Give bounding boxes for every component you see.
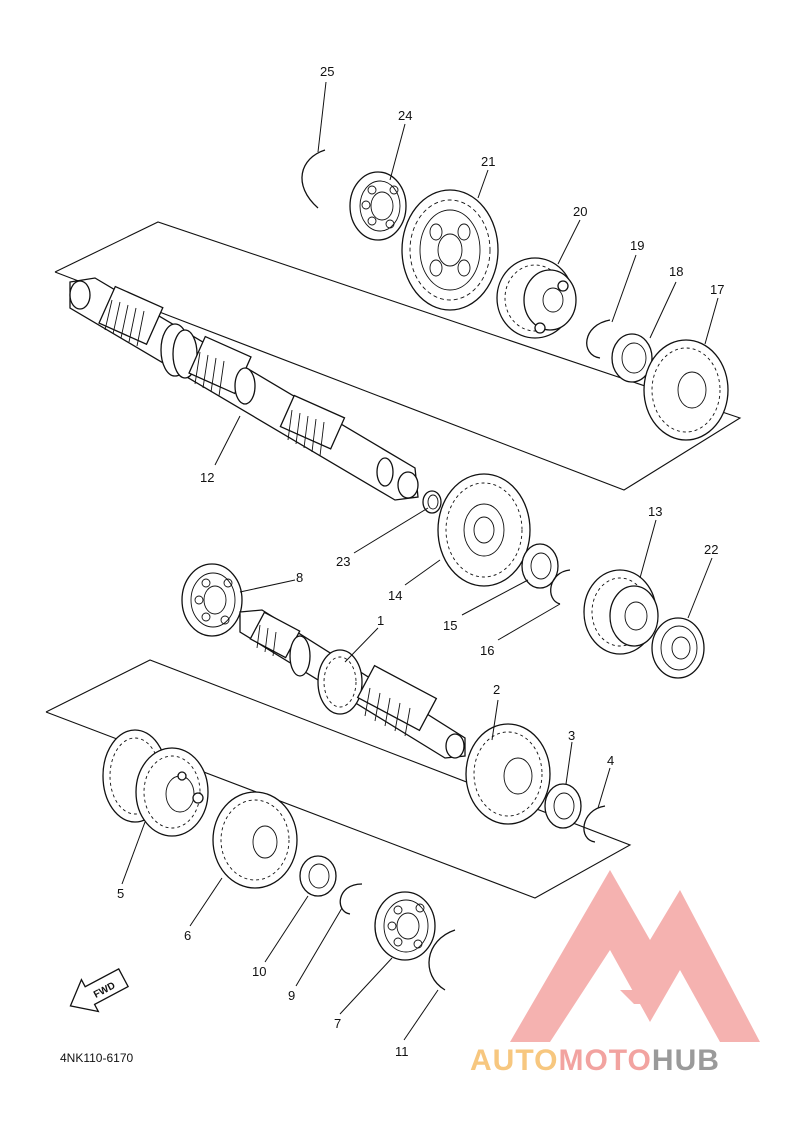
callout-22: 22 xyxy=(704,542,718,557)
callout-12: 12 xyxy=(200,470,214,485)
drive-axle xyxy=(239,609,466,759)
gear-5 xyxy=(102,729,209,837)
callout-1: 1 xyxy=(377,613,384,628)
bearing-24 xyxy=(349,171,407,241)
leader-lines xyxy=(121,81,719,1041)
callout-20: 20 xyxy=(573,204,587,219)
callout-10: 10 xyxy=(252,964,266,979)
upper-group-frame xyxy=(54,221,742,491)
callout-5: 5 xyxy=(117,886,124,901)
callout-9: 9 xyxy=(288,988,295,1003)
svg-text:AUTOMOTOHUB: AUTOMOTOHUB xyxy=(470,1044,720,1077)
callout-6: 6 xyxy=(184,928,191,943)
gear-2 xyxy=(465,723,551,825)
bearing-22 xyxy=(651,617,705,679)
gear-14 xyxy=(437,473,531,587)
fwd-arrow-icon: FWD xyxy=(69,968,130,1013)
callout-3: 3 xyxy=(568,728,575,743)
watermark-moto: MOTO xyxy=(558,1044,651,1077)
washer-10 xyxy=(299,855,337,897)
watermark-auto: AUTO xyxy=(470,1044,558,1077)
gear-17 xyxy=(643,339,729,441)
bearing-7 xyxy=(374,891,436,961)
circlip-4 xyxy=(583,805,606,843)
callout-14: 14 xyxy=(388,588,402,603)
callout-7: 7 xyxy=(334,1016,341,1031)
gear-13 xyxy=(583,569,659,655)
watermark-logo-icon xyxy=(510,870,760,1042)
washer-15 xyxy=(521,543,559,589)
circlip-11 xyxy=(428,929,456,991)
callout-21: 21 xyxy=(481,154,495,169)
washer-18 xyxy=(611,333,653,383)
callout-15: 15 xyxy=(443,618,457,633)
callout-2: 2 xyxy=(493,682,500,697)
callout-16: 16 xyxy=(480,643,494,658)
callout-13: 13 xyxy=(648,504,662,519)
callout-19: 19 xyxy=(630,238,644,253)
circlip-19 xyxy=(586,319,611,359)
collar-23 xyxy=(422,490,442,514)
circlip-16 xyxy=(550,569,571,605)
watermark-text: AUTOMOTOHUB xyxy=(470,1044,720,1077)
bearing-8 xyxy=(181,563,243,637)
callout-8: 8 xyxy=(296,570,303,585)
lower-group-frame xyxy=(45,659,632,899)
circlip-25 xyxy=(301,149,326,209)
main-axle xyxy=(69,277,419,501)
callout-4: 4 xyxy=(607,753,614,768)
callout-24: 24 xyxy=(398,108,412,123)
gear-6 xyxy=(212,791,298,889)
callout-17: 17 xyxy=(710,282,724,297)
gear-20 xyxy=(496,257,577,339)
washer-3 xyxy=(544,783,582,829)
callout-labels: 25 24 21 20 19 18 17 12 23 14 15 16 13 2… xyxy=(117,64,724,1059)
circlip-9 xyxy=(339,883,363,915)
part-code: 4NK110-6170 xyxy=(60,1051,133,1065)
gear-21 xyxy=(401,189,499,311)
callout-18: 18 xyxy=(669,264,683,279)
callout-11: 11 xyxy=(395,1044,409,1059)
callout-25: 25 xyxy=(320,64,334,79)
watermark-hub: HUB xyxy=(652,1044,720,1077)
callout-23: 23 xyxy=(336,554,350,569)
